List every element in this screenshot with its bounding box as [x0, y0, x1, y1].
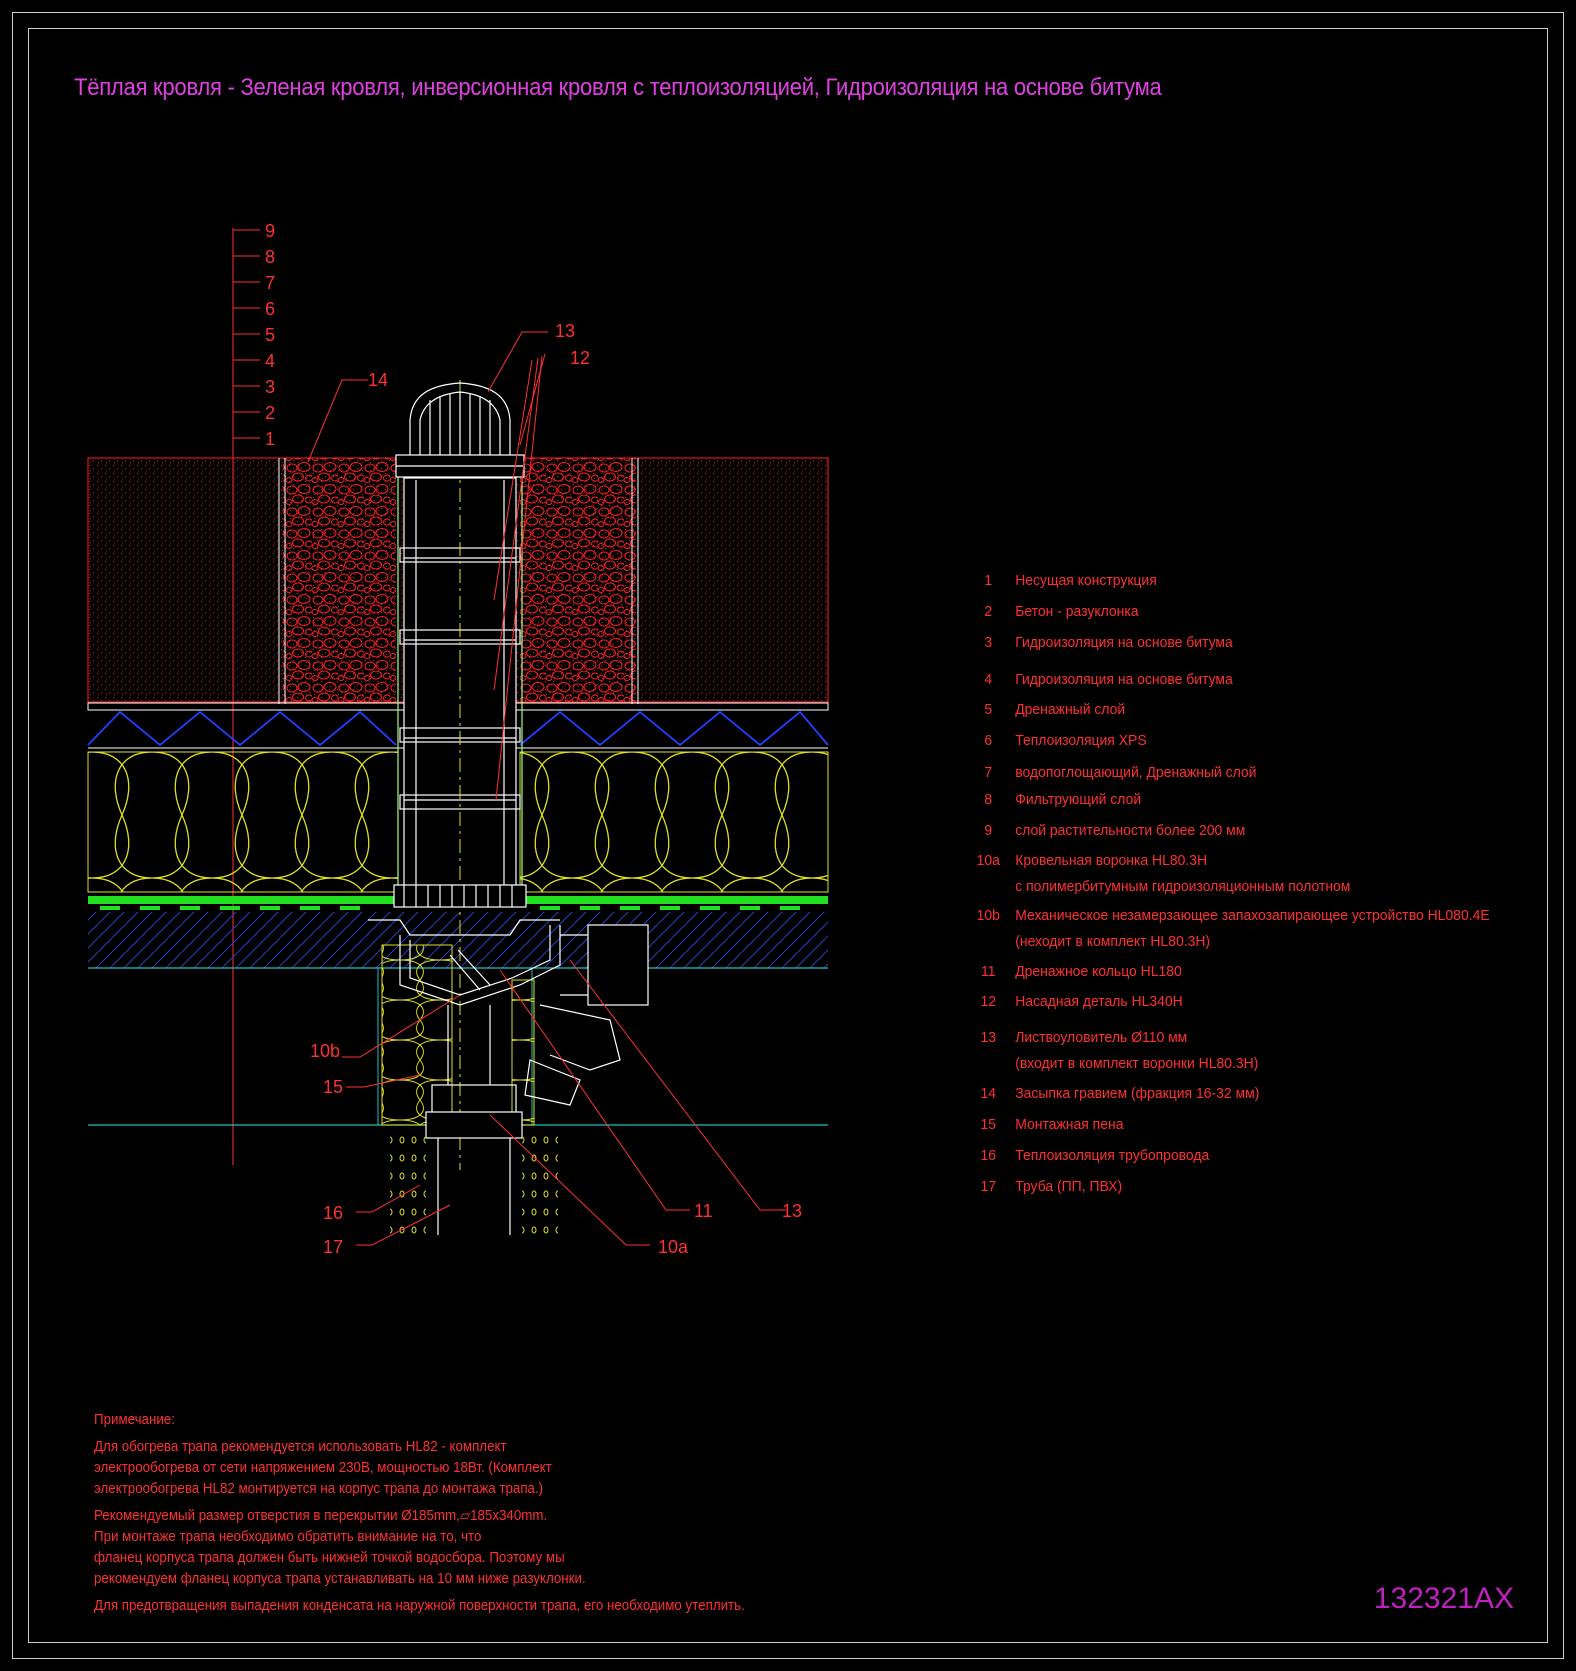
legend-number: 10a: [976, 852, 1000, 869]
legend-text: Труба (ПП, ПВХ): [1015, 1178, 1123, 1195]
legend-text: водопоглощающий, Дренажный слой: [1015, 764, 1257, 781]
legend-number: 10b: [976, 907, 1000, 924]
legend-number: 3: [984, 634, 993, 651]
legend-text: Теплоизоляция трубопровода: [1015, 1147, 1210, 1164]
outlet-pipe: [425, 1005, 523, 1235]
installation-note: Примечание: Для обогрева трапа рекоменду…: [94, 1410, 756, 1623]
legend-text: Несущая конструкция: [1015, 572, 1157, 589]
legend-number: 2: [984, 603, 993, 620]
tick-9: 9: [265, 221, 275, 241]
tick-5: 5: [265, 325, 275, 345]
drawing-code: 132321AX: [1373, 1582, 1514, 1615]
legend-text: Гидроизоляция на основе битума: [1015, 634, 1233, 651]
note-paragraph-condensate: Для предотвращения выпадения конденсата …: [94, 1598, 745, 1614]
legend-text: Дренажный слой: [1015, 701, 1126, 718]
legend-number: 12: [980, 993, 997, 1010]
drawing-title: Тёплая кровля - Зеленая кровля, инверсио…: [74, 74, 1162, 101]
xps-insulation-right: [519, 751, 829, 893]
callout-13-bottom: 13: [782, 1201, 802, 1221]
callout-16: 16: [323, 1203, 343, 1223]
tick-8: 8: [265, 247, 275, 267]
xps-insulation-left: [87, 751, 399, 893]
legend-number: 8: [984, 791, 993, 808]
drainage-layer-left: [87, 710, 397, 747]
gravel-fill-right: [520, 458, 636, 702]
tick-2: 2: [265, 403, 275, 423]
legend-subtext: (входит в комплект воронки HL80.3H): [1015, 1055, 1259, 1072]
note-heading: Примечание:: [94, 1412, 175, 1428]
layer-tick-labels: 9 8 7 6 5 4 3 2 1: [265, 221, 275, 449]
callout-12: 12: [570, 348, 590, 368]
legend-number: 13: [980, 1029, 997, 1046]
legend-number: 7: [984, 764, 993, 781]
legend-subtext: с полимербитумным гидроизоляционным поло…: [1015, 878, 1351, 895]
legend-number: 1: [984, 572, 993, 589]
legend-text: Дренажное кольцо HL180: [1015, 963, 1182, 980]
drainage-layer-right: [519, 710, 829, 747]
legend-text: Засыпка гравием (фракция 16-32 мм): [1015, 1085, 1260, 1102]
legend-text: слой растительности более 200 мм: [1015, 822, 1246, 839]
legend-number: 4: [984, 671, 993, 688]
legend-text: Механическое незамерзающее запахозапираю…: [1015, 907, 1490, 924]
legend-text: Теплоизоляция XPS: [1015, 732, 1147, 749]
drain-body: [399, 924, 649, 1106]
legend-subtext: (неходит в комплект HL80.3H): [1015, 933, 1211, 950]
legend-text: Бетон - разуклонка: [1015, 603, 1139, 620]
callout-13-top: 13: [555, 321, 575, 341]
drawing-frame-outer: [12, 12, 1564, 1659]
callout-10a: 10a: [658, 1237, 689, 1257]
legend-text: Монтажная пена: [1015, 1116, 1124, 1133]
legend-text: Кровельная воронка HL80.3H: [1015, 852, 1208, 869]
legend-number: 15: [980, 1116, 997, 1133]
note-paragraph-heating: Для обогрева трапа рекомендуется использ…: [94, 1439, 552, 1497]
mounting-foam-right: [511, 979, 535, 1126]
legend-number: 6: [984, 732, 993, 749]
tick-7: 7: [265, 273, 275, 293]
gravel-fill-left: [283, 458, 396, 702]
callout-17: 17: [323, 1237, 343, 1257]
tick-6: 6: [265, 299, 275, 319]
layer-ticks: [233, 229, 260, 439]
legend-number: 17: [980, 1178, 997, 1195]
concrete-slope: [88, 912, 828, 968]
bitumen-membrane-dashes: [100, 906, 800, 910]
pipe-insulation-left: [390, 1128, 426, 1235]
note-paragraph-opening: Рекомендуемый размер отверстия в перекры…: [94, 1508, 586, 1587]
legend-number: 9: [984, 822, 993, 839]
legend-text: Насадная деталь HL340H: [1015, 993, 1183, 1010]
callout-11: 11: [694, 1201, 713, 1221]
mounting-foam-left: [381, 944, 453, 1126]
callout-15: 15: [323, 1077, 343, 1097]
legend-number: 11: [980, 963, 996, 980]
pipe-insulation-right: [522, 1128, 558, 1235]
legend-number: 14: [980, 1085, 997, 1102]
tick-4: 4: [265, 351, 275, 371]
legend-text: Фильтрующий слой: [1015, 791, 1142, 808]
leader-lines: [307, 331, 786, 1246]
callout-10b: 10b: [310, 1041, 340, 1061]
drawing-frame-inner: [28, 28, 1548, 1643]
legend-number: 5: [984, 701, 993, 718]
leaf-catcher: [395, 382, 525, 478]
drain-flange: [368, 884, 560, 936]
tick-1: 1: [265, 429, 275, 449]
legend-text: Гидроизоляция на основе битума: [1015, 671, 1233, 688]
callout-14: 14: [368, 370, 388, 390]
tick-3: 3: [265, 377, 275, 397]
legend-text: Листвоуловитель Ø110 мм: [1015, 1029, 1188, 1046]
legend-number: 16: [980, 1147, 997, 1164]
